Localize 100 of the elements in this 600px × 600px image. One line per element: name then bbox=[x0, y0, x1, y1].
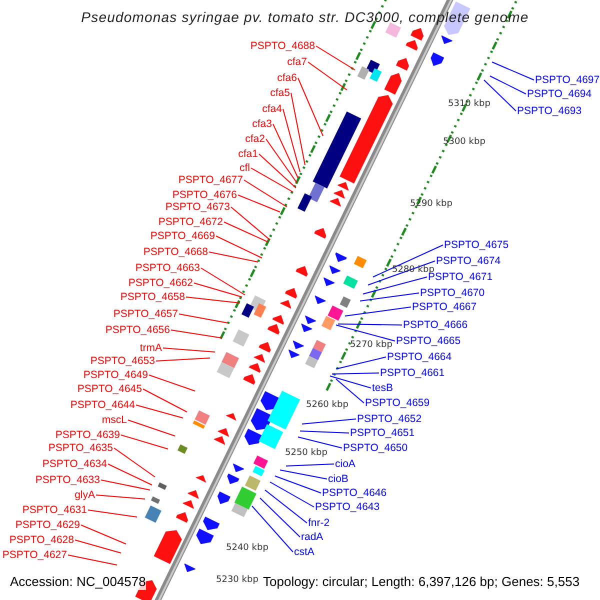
leader-line bbox=[332, 372, 380, 374]
leader-line bbox=[336, 324, 396, 342]
gene-label: PSPTO_4658 bbox=[120, 290, 185, 304]
leader-line bbox=[302, 418, 356, 424]
gene-label: cfa1 bbox=[238, 148, 258, 160]
gene-label: PSPTO_4694 bbox=[527, 88, 592, 100]
leader-line bbox=[272, 124, 298, 178]
leader-line bbox=[186, 296, 240, 304]
gene-label: PSPTO_4644 bbox=[70, 398, 135, 412]
leader-line bbox=[336, 378, 364, 404]
leader-line bbox=[372, 244, 444, 278]
leader-line bbox=[250, 168, 294, 192]
leader-line bbox=[108, 464, 152, 486]
gene-label: PSPTO_4676 bbox=[172, 188, 237, 202]
tick-label: 5270 kbp bbox=[350, 340, 392, 350]
leader-line bbox=[260, 498, 300, 538]
tick-label: 5230 kbp bbox=[216, 574, 258, 586]
gene-label: PSPTO_4635 bbox=[48, 442, 113, 454]
leader-line bbox=[142, 388, 188, 412]
gene-label: cioA bbox=[335, 458, 356, 470]
gene-label: cfa6 bbox=[277, 72, 297, 84]
gene-label: PSPTO_4662 bbox=[128, 276, 193, 290]
leader-line bbox=[344, 306, 412, 316]
gene-label: PSPTO_4673 bbox=[165, 200, 230, 214]
gene-label: PSPTO_4646 bbox=[322, 486, 387, 500]
leader-line bbox=[194, 282, 242, 298]
leader-line bbox=[148, 374, 196, 392]
gene-label: PSPTO_4652 bbox=[357, 412, 422, 426]
gene-label: PSPTO_4629 bbox=[15, 518, 80, 532]
gene-label: PSPTO_4677 bbox=[178, 174, 243, 186]
leader-line bbox=[178, 314, 228, 324]
tick-label: 5260 kbp bbox=[306, 400, 348, 410]
gene-label: mscL bbox=[102, 414, 127, 426]
leader-line bbox=[490, 76, 526, 94]
leader-line bbox=[208, 252, 258, 262]
leader-line bbox=[156, 358, 210, 362]
leader-line bbox=[68, 554, 118, 566]
leader-line bbox=[270, 482, 314, 508]
leader-line bbox=[266, 138, 298, 184]
gene-label: PSPTO_4645 bbox=[77, 382, 142, 396]
gene-label: PSPTO_4663 bbox=[135, 262, 200, 274]
gene-label: PSPTO_4693 bbox=[517, 104, 582, 118]
gene-label: PSPTO_4659 bbox=[365, 396, 430, 410]
leader-line bbox=[282, 108, 300, 172]
leader-line bbox=[128, 420, 176, 436]
leader-line bbox=[136, 404, 184, 418]
leader-line bbox=[224, 222, 268, 242]
leader-line bbox=[230, 206, 270, 240]
gene-label: PSPTO_4697 bbox=[535, 74, 600, 86]
leader-line bbox=[200, 268, 246, 296]
leader-line bbox=[484, 80, 516, 112]
leader-line bbox=[336, 356, 386, 370]
gene-label: cfa3 bbox=[252, 118, 272, 130]
gene-label: PSPTO_4688 bbox=[250, 40, 315, 52]
gene-label: PSPTO_4674 bbox=[436, 254, 501, 268]
leader-line bbox=[74, 540, 122, 554]
leader-line bbox=[298, 436, 342, 448]
leader-line bbox=[80, 524, 126, 544]
leader-line bbox=[170, 330, 222, 338]
gene-label: cfa5 bbox=[270, 86, 290, 100]
gene-label: PSPTO_4661 bbox=[380, 366, 445, 380]
leader-line bbox=[316, 46, 356, 70]
leader-line bbox=[252, 506, 294, 552]
gene-label: PSPTO_4666 bbox=[403, 318, 468, 332]
gene-label: PSPTO_4639 bbox=[55, 428, 120, 442]
leader-line bbox=[264, 490, 308, 524]
leader-line bbox=[274, 476, 322, 494]
leader-line bbox=[300, 430, 350, 434]
gene-label: PSPTO_4656 bbox=[105, 324, 170, 336]
gene-label: cfa7 bbox=[287, 56, 307, 68]
genome-summary-text: Topology: circular; Length: 6,397,126 bp; Genes: 5,553 bbox=[263, 574, 580, 590]
tick-label: 5310 kbp bbox=[448, 98, 490, 110]
leader-line bbox=[120, 434, 168, 450]
tick-label: 5250 kbp bbox=[285, 448, 328, 458]
gene-label: fnr-2 bbox=[308, 516, 330, 530]
gene-label: PSPTO_4631 bbox=[22, 504, 87, 516]
gene-label: cfa4 bbox=[262, 102, 282, 116]
leader-line bbox=[290, 92, 306, 166]
gene-label: PSPTO_4651 bbox=[350, 426, 415, 440]
leader-line bbox=[298, 78, 324, 136]
gene-label: PSPTO_4634 bbox=[42, 458, 107, 470]
leader-line bbox=[258, 154, 296, 188]
gene-label: tesB bbox=[372, 382, 394, 394]
accession-text: Accession: NC_004578 bbox=[10, 574, 146, 590]
gene-label: PSPTO_4633 bbox=[35, 474, 100, 486]
gene-label: PSPTO_4665 bbox=[396, 334, 461, 348]
gene-label: PSPTO_4643 bbox=[315, 500, 380, 514]
tick-label: 5300 kbp bbox=[443, 136, 486, 148]
leader-line bbox=[114, 448, 156, 478]
gene-label: cfa2 bbox=[245, 132, 265, 146]
leader-line bbox=[96, 494, 146, 500]
leader-line bbox=[286, 464, 334, 466]
leader-line bbox=[330, 376, 372, 388]
leader-line bbox=[88, 510, 138, 518]
tick-label: 5240 kbp bbox=[226, 542, 268, 554]
gene-label: glyA bbox=[74, 488, 95, 502]
gene-label: radA bbox=[301, 530, 324, 544]
gene-label: PSPTO_4628 bbox=[9, 534, 74, 546]
leader-line bbox=[338, 324, 402, 326]
gene-label: trmA bbox=[140, 342, 162, 354]
